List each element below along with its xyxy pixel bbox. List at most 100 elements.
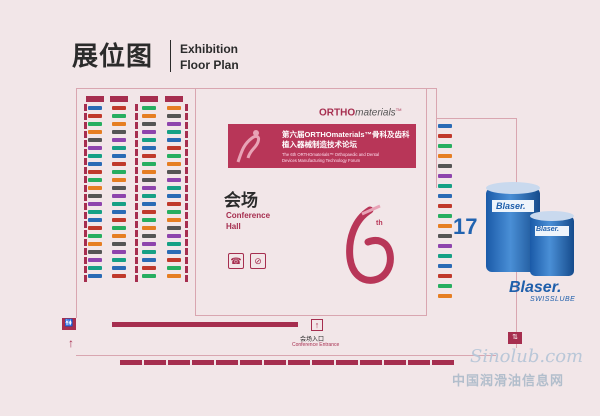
forum-zh-line1: 第六届ORTHOmaterials™骨科及齿科 (282, 130, 410, 139)
exhibitor-logo (167, 186, 181, 190)
exhibitor-logo (88, 202, 102, 206)
exhibitor-logo (142, 154, 156, 158)
booth-marker (135, 167, 138, 174)
exhibitor-logo (438, 184, 452, 188)
booth-marker (135, 149, 138, 156)
booth-bottom-row (384, 360, 406, 365)
booth-bottom-mid (200, 322, 222, 327)
exhibitor-logo (438, 204, 452, 208)
booth-marker (185, 257, 188, 264)
booth-bottom-left (112, 322, 134, 327)
booth-bottom-row (216, 360, 238, 365)
booth-bottom-left (154, 322, 176, 327)
forum-banner (228, 124, 416, 168)
exhibitor-logo (112, 170, 126, 174)
exhibitor-logo (88, 194, 102, 198)
exhibitor-logo (88, 210, 102, 214)
floor-outline-step (436, 118, 516, 119)
booth-marker (185, 149, 188, 156)
booth-marker (185, 167, 188, 174)
exhibitor-logo (88, 122, 102, 126)
exhibitor-logo (88, 226, 102, 230)
booth-marker (185, 275, 188, 282)
exhibitor-logo (167, 130, 181, 134)
exhibitor-logo (88, 162, 102, 166)
exhibitor-logo (438, 284, 452, 288)
exhibitor-logo (142, 194, 156, 198)
page-title-en: Exhibition Floor Plan (180, 41, 239, 73)
booth-marker (135, 266, 138, 273)
booth-bottom-mid (257, 322, 279, 327)
booth-header (110, 96, 128, 102)
exhibitor-logo (438, 194, 452, 198)
booth-marker (84, 185, 87, 192)
exhibitor-logo (167, 266, 181, 270)
blaser-drums-image (486, 182, 574, 276)
drum-label-2: Blaser. (536, 226, 559, 233)
conference-hall-label-zh: 会场 (224, 191, 258, 210)
exhibitor-logo (438, 164, 452, 168)
booth-marker (135, 176, 138, 183)
booth-marker (84, 176, 87, 183)
exhibitor-logo (167, 226, 181, 230)
booth-marker (84, 149, 87, 156)
exhibitor-logo (438, 234, 452, 238)
exhibitor-logo (438, 254, 452, 258)
drum-label-1: Blaser. (496, 201, 526, 211)
floor-outline-bottom (76, 355, 496, 356)
booth-marker (84, 104, 87, 111)
entrance-label-zh: 会场入口 (300, 337, 325, 343)
exhibitor-logo (438, 144, 452, 148)
ortho-logo-tm: TM (395, 107, 402, 112)
exhibitor-logo (438, 294, 452, 298)
exhibitor-logo (112, 122, 126, 126)
ortho-logo-suffix: materials (355, 107, 396, 119)
exhibitor-logo (438, 124, 452, 128)
exhibitor-logo (167, 234, 181, 238)
booth-marker (135, 194, 138, 201)
blaser-sub-logo: SWISSLUBE (530, 296, 576, 303)
figure-graphic (236, 130, 260, 163)
exhibitor-logo (112, 266, 126, 270)
exhibitor-logo (167, 146, 181, 150)
booth-marker (185, 230, 188, 237)
booth-marker (185, 176, 188, 183)
exhibitor-logo (112, 234, 126, 238)
booth-bottom-row (264, 360, 286, 365)
exhibitor-logo (438, 244, 452, 248)
exhibitor-logo (142, 122, 156, 126)
exhibitor-logo (438, 224, 452, 228)
booth-marker (185, 266, 188, 273)
exhibitor-logo (438, 274, 452, 278)
ortho-logo-prefix: ORTHO (319, 107, 356, 119)
booth-marker (135, 257, 138, 264)
sixth-suffix: th (376, 220, 383, 227)
exhibitor-logo (88, 130, 102, 134)
exhibitor-logo (167, 258, 181, 262)
booth-marker (84, 275, 87, 282)
booth-marker (84, 239, 87, 246)
watermark-cn: 中国润滑油信息网 (452, 373, 565, 388)
booth-bottom-row (168, 360, 190, 365)
exhibitor-logo (88, 266, 102, 270)
booth-bottom-row (120, 360, 142, 365)
booth-marker (185, 248, 188, 255)
booth-marker (185, 113, 188, 120)
booth-marker (135, 140, 138, 147)
booth-header (140, 96, 158, 102)
floor-outline-left (76, 88, 77, 318)
booth-bottom-mid (238, 322, 260, 327)
booth-marker (84, 203, 87, 210)
orthomaterials-logo: ORTHOmaterialsTM (319, 107, 401, 118)
exhibitor-logo (112, 114, 126, 118)
booth-marker (185, 122, 188, 129)
booth-marker (84, 140, 87, 147)
booth-marker (135, 104, 138, 111)
exhibitor-logo (112, 218, 126, 222)
exhibitor-logo (88, 218, 102, 222)
exhibitor-logo (167, 178, 181, 182)
exhibitor-logo (88, 146, 102, 150)
exhibitor-logo (112, 258, 126, 262)
forum-title-zh: 第六届ORTHOmaterials™骨科及齿科 植入器械制造技术论坛 (282, 130, 412, 150)
conference-hall-outline (195, 88, 427, 316)
